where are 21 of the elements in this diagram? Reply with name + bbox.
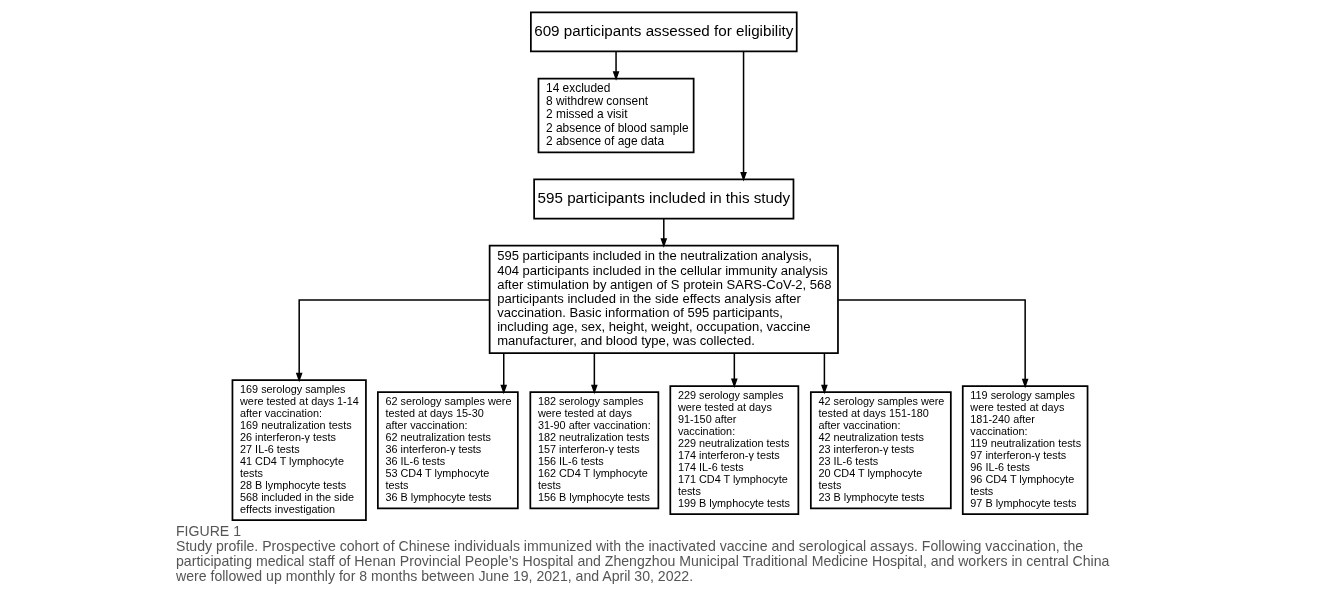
caption: Study profile. Prospective cohort of Chinese individuals immunized with the inactivated vaccine and serological assays. Following vaccination, the participating medical staff of Henan Provincial People’s Hospital and Zhengzhou Municipal Traditional Medicine Hospital, and workers in central China were followed up monthly for 8 months between June 19, 2021, and April 30, 2022. [176,538,1110,585]
node-box: 169 serology samples were tested at days 1-14 after vaccination: 169 neutralization tests 26 interferon-γ tests 27 IL-6 tests 41 CD4 T lymphocyte tests 28 B lymphocyte tests 568 included in the side effects investigation [231,379,367,522]
node-box: 595 participants included in this study [533,178,795,220]
arrow [591,352,598,395]
arrow [821,352,828,395]
arrow [730,352,738,389]
arrow [295,299,491,383]
arrow [500,352,508,395]
node-box: 42 serology samples were tested at days 151-180 after vaccination: 42 neutralization tests 23 interferon-γ tests 23 IL-6 tests 20 CD4 T lymphocyte tests 23 B lymphocyte tests [809,391,952,510]
arrow [612,50,620,81]
node-box: 182 serology samples were tested at days 31-90 after vaccination: 182 neutralization tests 157 interferon-γ tests 156 IL-6 tests 162 CD4 T lymphocyte tests 156 B lymphocyte tests [529,391,660,510]
node-box: 14 excluded 8 withdrew consent 2 missed a visit 2 absence of blood sample 2 absence of age data [537,77,695,154]
diagram-title: FIGURE 1 [176,522,242,539]
node-box: 62 serology samples were tested at days 15-30 after vaccination: 62 neutralization tests 36 interferon-γ tests 36 IL-6 tests 53 CD4 T lymphocyte tests 36 B lymphocyte tests [377,391,519,510]
node-box: 229 serology samples were tested at days 91-150 after vaccination: 229 neutralization tests 174 interferon-γ tests 174 IL-6 tests 171 CD4 T lymphocyte tests 199 B lymphocyte tests [669,385,800,516]
arrow [660,218,668,248]
node-box: 595 participants included in the neutralization analysis, 404 participants included in the cellular immunity analysis after stimulation by antigen of S protein SARS-CoV-2, 568 participants included in the side effects analysis after vaccination. Basic information of 595 participants, including age, sex, height, weight, occupation, vaccine manufacturer, and blood type, was collected. [488,244,839,354]
node-box: 609 participants assessed for eligibility [530,11,798,53]
arrow [740,50,747,182]
arrow [837,299,1029,389]
node-box: 119 serology samples were tested at days 181-240 after vaccination: 119 neutralization tests 97 interferon-γ tests 96 IL-6 tests 96 CD4 T lymphocyte tests 97 B lymphocyte tests [961,385,1089,516]
